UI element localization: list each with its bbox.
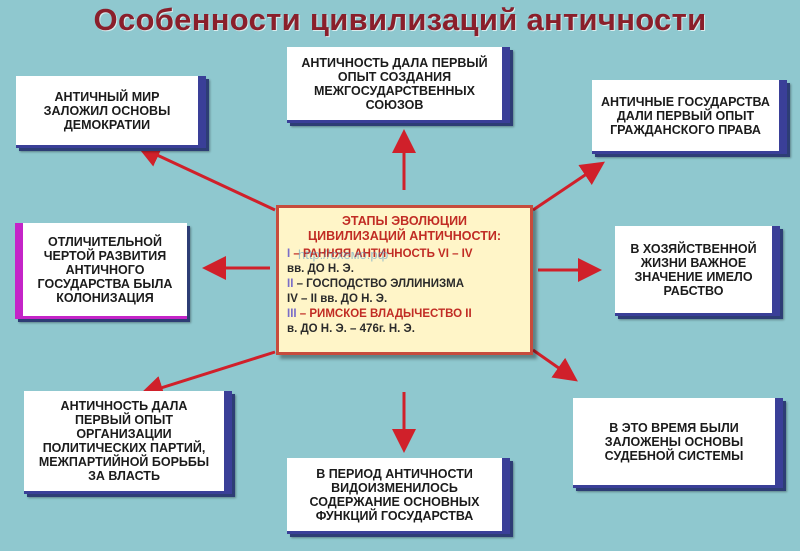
box-functions: В период античности видоизменилось содер… — [287, 458, 510, 534]
stage-1-line2: вв. ДО Н. Э. — [287, 262, 522, 277]
center-heading-line1: ЭТАПЫ ЭВОЛЮЦИИ — [341, 214, 468, 228]
box-functions-text: В период античности видоизменилось содер… — [309, 466, 480, 523]
center-heading: ЭТАПЫ ЭВОЛЮЦИИ ЦИВИЛИЗАЦИЙ АНТИЧНОСТИ: — [287, 214, 522, 244]
center-heading-line2: ЦИВИЛИЗАЦИЙ АНТИЧНОСТИ: — [307, 229, 502, 243]
box-slavery-text: В хозяйственной жизни важное значение им… — [630, 241, 757, 298]
center-stages-box: ЭТАПЫ ЭВОЛЮЦИИ ЦИВИЛИЗАЦИЙ АНТИЧНОСТИ: I… — [276, 205, 533, 355]
box-judicial-text: В это время были заложены основы судебно… — [604, 420, 744, 463]
arrow-to-judicial — [532, 348, 578, 382]
stage-3-line: III – РИМСКОЕ ВЛАДЫЧЕСТВО II — [287, 307, 522, 322]
box-parties-text: Античность дала первый опыт организации … — [38, 399, 210, 483]
box-parties: Античность дала первый опыт организации … — [24, 391, 232, 494]
box-democracy-text: Античный мир заложил основы демократии — [43, 89, 171, 132]
arrow-to-civil-law — [532, 161, 605, 212]
stage-2-num: II — [287, 278, 294, 290]
stage-3-num: III — [287, 308, 297, 320]
stage-1-line: I – РАННЯЯ АНТИЧНОСТЬ VI – IV — [287, 247, 522, 262]
stage-2-line2: IV – II вв. ДО Н. Э. — [287, 292, 522, 307]
stage-3-text2: в. ДО Н. Э. – 476г. Н. Э. — [287, 323, 415, 335]
box-unions-text: Античность дала первый опыт создания меж… — [301, 55, 488, 112]
box-slavery: В хозяйственной жизни важное значение им… — [615, 226, 780, 316]
box-unions: Античность дала первый опыт создания меж… — [287, 47, 510, 123]
stage-1-text: – РАННЯЯ АНТИЧНОСТЬ VI – IV — [293, 248, 473, 260]
page-title: Особенности цивилизаций античности — [93, 2, 707, 37]
arrow-to-democracy — [136, 144, 276, 212]
box-colonization-text: Отличительной чертой развития античного … — [37, 234, 173, 305]
watermark-url: http://схемо.рф — [298, 247, 389, 262]
arrow-to-parties — [139, 350, 276, 400]
stage-3-line2: в. ДО Н. Э. – 476г. Н. Э. — [287, 322, 522, 337]
stage-1-text2: вв. ДО Н. Э. — [287, 263, 354, 275]
box-judicial: В это время были заложены основы судебно… — [573, 398, 783, 488]
stage-1-num: I — [287, 248, 291, 260]
stage-2-text: – ГОСПОДСТВО ЭЛЛИНИЗМА — [296, 278, 465, 290]
stage-2-line: II – ГОСПОДСТВО ЭЛЛИНИЗМА — [287, 277, 522, 292]
box-civil-law-text: Античные государства дали первый опыт гр… — [601, 94, 770, 137]
box-civil-law: Античные государства дали первый опыт гр… — [592, 80, 787, 154]
stage-3-text: – РИМСКОЕ ВЛАДЫЧЕСТВО II — [299, 308, 472, 320]
box-democracy: Античный мир заложил основы демократии — [16, 76, 206, 148]
stage-2-text2: IV – II вв. ДО Н. Э. — [287, 293, 388, 305]
box-colonization: Отличительной чертой развития античного … — [15, 223, 187, 319]
